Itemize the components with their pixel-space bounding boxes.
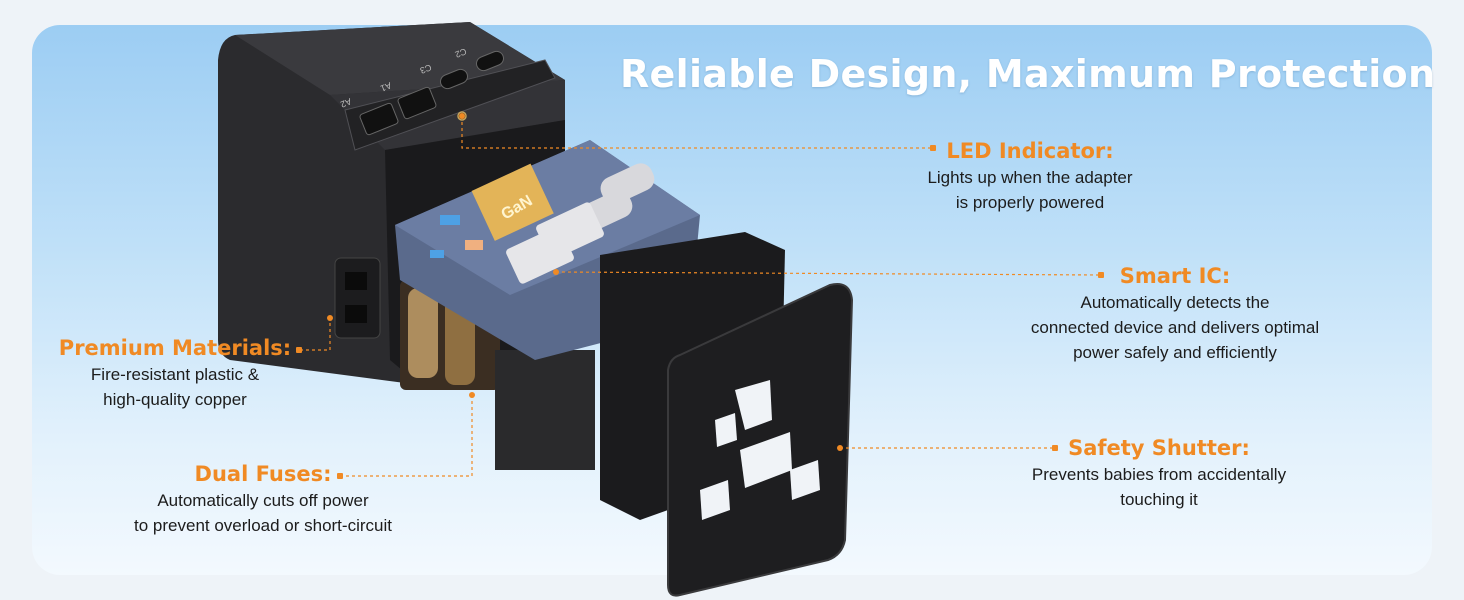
port-label-c3: C3 (419, 62, 433, 76)
dual-fuses-callout: Dual Fuses: Automatically cuts off power… (100, 460, 426, 538)
dual-fuses-line1: Automatically cuts off power (157, 491, 369, 510)
safety-shutter-plate (667, 283, 854, 597)
smart-ic-line2: connected device and delivers optimal (1030, 318, 1320, 337)
safety-shutter-line2: touching it (1120, 490, 1198, 509)
usb-a2-port (359, 102, 399, 136)
safety-shutter-line1: Prevents babies from accidentally (1031, 465, 1287, 484)
page-title: Reliable Design, Maximum Protection (620, 52, 1436, 96)
premium-materials-title: Premium Materials: (58, 336, 292, 360)
smart-ic-title: Smart IC: (1119, 264, 1231, 288)
dual-fuses-title: Dual Fuses: (194, 462, 332, 486)
port-panel (344, 59, 556, 151)
smart-ic-callout: Smart IC: Automatically detects the conn… (1000, 262, 1350, 365)
side-socket (334, 257, 381, 339)
port-label-a1: A1 (379, 80, 393, 93)
usb-c2-port (476, 50, 504, 72)
usb-a1-port (397, 86, 437, 120)
smart-ic-line3: power safely and efficiently (1073, 343, 1277, 362)
smart-ic-line1: Automatically detects the (1080, 293, 1270, 312)
shutter-callout-marker (1052, 445, 1058, 451)
led-indicator-title: LED Indicator: (946, 139, 1114, 163)
ic-callout-marker (1098, 272, 1104, 278)
led-callout-marker (930, 145, 936, 151)
gan-chip (471, 163, 554, 241)
led-indicator-line1: Lights up when the adapter (927, 168, 1133, 187)
safety-shutter-title: Safety Shutter: (1068, 436, 1250, 460)
dual-fuses-line2: to prevent overload or short-circuit (134, 516, 392, 535)
port-label-c2: C2 (454, 46, 468, 60)
led-indicator-line2: is properly powered (955, 193, 1105, 212)
port-label-a2: A2 (339, 96, 353, 109)
premium-materials-callout: Premium Materials: Fire-resistant plasti… (50, 334, 300, 412)
led-indicator-callout: LED Indicator: Lights up when the adapte… (880, 137, 1180, 215)
premium-materials-line2: high-quality copper (103, 390, 247, 409)
premium-materials-line1: Fire-resistant plastic & (90, 365, 260, 384)
safety-shutter-callout: Safety Shutter: Prevents babies from acc… (1003, 434, 1315, 512)
usb-c3-port (440, 68, 468, 90)
materials-callout-marker (296, 347, 302, 353)
fuses-callout-marker (337, 473, 343, 479)
